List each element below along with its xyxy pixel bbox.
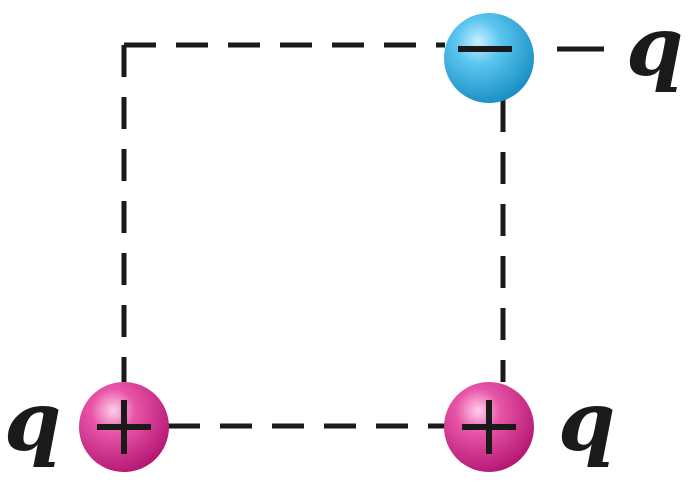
label-bottom-right: q: [558, 374, 615, 470]
charge-bottom-left: [79, 382, 169, 472]
charge-bottom-right: [444, 382, 534, 472]
negative-charge-ball: [444, 13, 534, 103]
charge-top-right: [444, 13, 534, 103]
label-bottom-left: q: [4, 374, 61, 470]
label-top-right: q: [626, 0, 683, 95]
